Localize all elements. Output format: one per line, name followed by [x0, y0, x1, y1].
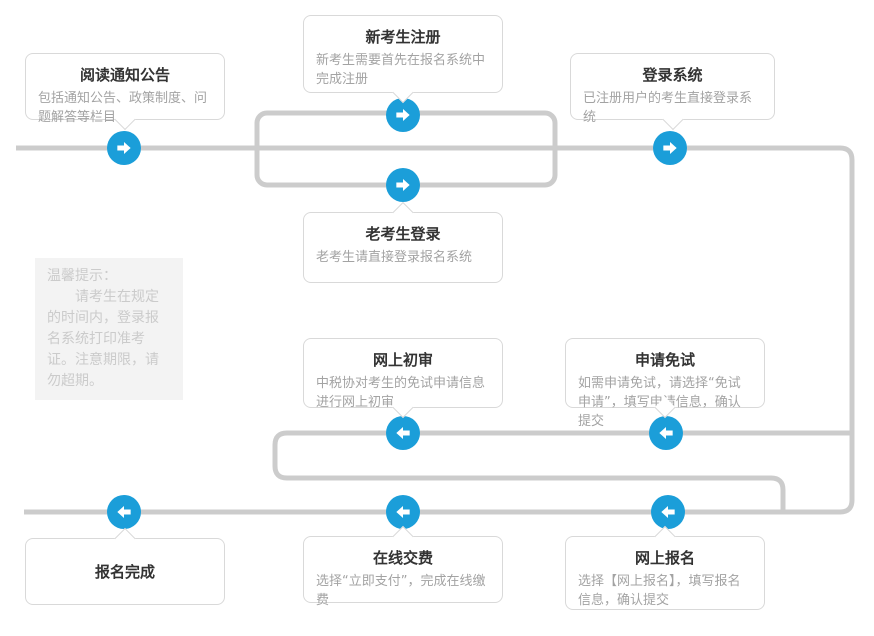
flow-step-title: 登录系统	[642, 66, 703, 84]
flow-step-old-candidate-login: 老考生登录 老考生请直接登录报名系统	[303, 201, 503, 283]
flow-step-title: 网上初审	[372, 351, 433, 369]
flow-step-online-preliminary-review: 网上初审 中税协对考生的免试申请信息进行网上初审	[303, 338, 503, 419]
flow-step-desc: 包括通知公告、政策制度、问题解答等栏目	[38, 91, 208, 125]
arrow-left-icon	[107, 495, 141, 529]
arrow-left-icon	[649, 416, 683, 450]
flow-step-title: 在线交费	[372, 549, 433, 567]
arrow-left-icon	[651, 495, 685, 529]
flow-step-title: 申请免试	[634, 351, 695, 369]
arrow-left-icon	[386, 495, 420, 529]
tip-note: 温馨提示： 请考生在规定的时间内，登录报名系统打印准考证。注意期限，请勿超期。	[35, 258, 183, 400]
flow-step-online-registration: 网上报名 选择【网上报名】，填写报名信息，确认提交	[565, 525, 765, 610]
flow-step-new-candidate-register: 新考生注册 新考生需要首先在报名系统中完成注册	[303, 15, 503, 104]
flow-step-title: 阅读通知公告	[79, 66, 170, 84]
flow-step-read-notices: 阅读通知公告 包括通知公告、政策制度、问题解答等栏目	[25, 53, 225, 131]
tip-body: 请考生在规定的时间内，登录报名系统打印准考证。注意期限，请勿超期。	[47, 289, 159, 389]
flow-step-title: 报名完成	[94, 563, 155, 581]
flow-step-desc: 已注册用户的考生直接登录系统	[583, 91, 753, 125]
flow-step-online-payment: 在线交费 选择“立即支付”，完成在线缴费	[303, 525, 503, 608]
main-flow-line	[16, 145, 855, 515]
arrow-left-icon	[386, 416, 420, 450]
flow-step-desc: 新考生需要首先在报名系统中完成注册	[316, 53, 486, 87]
flow-step-login-system: 登录系统 已注册用户的考生直接登录系统	[570, 53, 775, 131]
flow-step-desc: 中税协对考生的免试申请信息进行网上初审	[316, 376, 486, 410]
exemption-branch-line	[272, 430, 850, 510]
arrow-right-icon	[386, 168, 420, 202]
flow-step-desc: 选择【网上报名】，填写报名信息，确认提交	[578, 574, 741, 608]
tip-title: 温馨提示：	[47, 268, 117, 284]
flow-step-title: 新考生注册	[365, 28, 441, 46]
flow-step-apply-exemption: 申请免试 如需申请免试，请选择“免试申请”，填写申请信息，确认提交	[565, 338, 765, 429]
arrow-right-icon	[653, 131, 687, 165]
flow-step-title: 老考生登录	[365, 225, 441, 243]
arrow-right-icon	[107, 131, 141, 165]
flow-step-desc: 老考生请直接登录报名系统	[316, 250, 473, 265]
flow-step-desc: 选择“立即支付”，完成在线缴费	[316, 574, 486, 608]
arrow-right-icon	[386, 98, 420, 132]
flow-step-title: 网上报名	[634, 549, 695, 567]
flow-step-registration-complete: 报名完成	[25, 527, 225, 605]
